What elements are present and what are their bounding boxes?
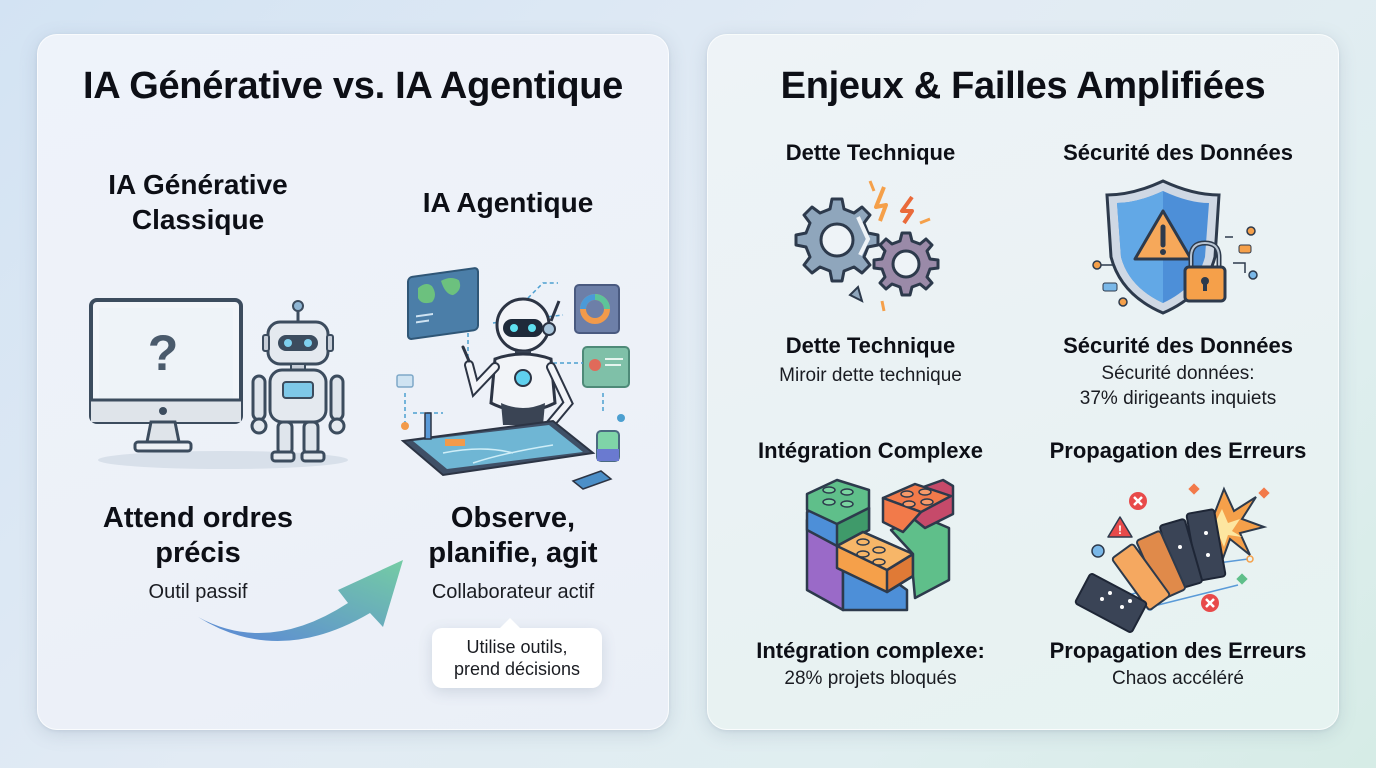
issues-panel: Enjeux & Failles Amplifiées Dette Techni… [707,34,1339,730]
item-heading-data-security: Sécurité des Données [1063,140,1293,165]
tooltip-line1: Utilise outils, [466,637,568,657]
item-detail-technical-debt: Miroir dette technique [779,365,962,386]
shield-warning-lock-icon [1092,179,1258,315]
item-title-data-security: Sécurité des Données [1063,333,1293,358]
svg-text:?: ? [148,325,179,381]
tooltip-line2: prend décisions [453,659,581,679]
generative-subtitle: Outil passif [148,581,248,603]
panel-title: IA Générative vs. IA Agentique [82,65,624,107]
agentic-subtitle: Collaborateur actif [431,581,595,603]
detail-line1: Sécurité données: [1101,363,1255,384]
item-detail-error-propagation: Chaos accéléré [1111,668,1245,689]
detail-line2: 37% dirigeants inquiets [1079,388,1277,409]
agentic-headline: Observe, planifie, agit [383,501,643,571]
item-title-complex-integration: Intégration complexe: [756,638,985,663]
item-heading-complex-integration: Intégration Complexe [758,438,983,463]
generative-headline-line2: précis [155,537,241,569]
generative-headline: Attend ordres précis [68,501,328,571]
svg-text:!: ! [1118,523,1122,537]
generative-title-line2: Classique [131,204,265,235]
mismatched-bricks-icon [805,478,955,612]
agentic-headline-line1: Observe, [450,502,576,534]
item-title-error-propagation: Propagation des Erreurs [1049,638,1307,663]
generative-title: IA Générative Classique [68,167,328,237]
agentic-headline-line2: planifie, agit [428,537,598,569]
item-detail-complex-integration: 28% projets bloqués [784,668,957,689]
item-detail-data-security: Sécurité données: 37% dirigeants inquiet… [1033,361,1323,411]
curved-arrow-icon [198,560,403,642]
robot-using-dashboards-icon [396,267,630,490]
robot-with-monitor-question-icon: ? [89,298,348,469]
generative-vs-agentic-panel: IA Générative vs. IA Agentique IA Généra… [37,34,669,730]
item-title-technical-debt: Dette Technique [785,333,956,358]
broken-gears-icon [794,180,940,312]
panel-title: Enjeux & Failles Amplifiées [780,65,1266,107]
item-heading-technical-debt: Dette Technique [785,140,956,165]
item-heading-error-propagation: Propagation des Erreurs [1049,438,1307,463]
falling-dominoes-icon: ! [1074,483,1270,633]
agentic-tooltip: Utilise outils, prend décisions [432,618,602,688]
agentic-title: IA Agentique [422,187,594,218]
generative-headline-line1: Attend ordres [102,502,294,534]
generative-title-line1: IA Générative [108,169,288,200]
